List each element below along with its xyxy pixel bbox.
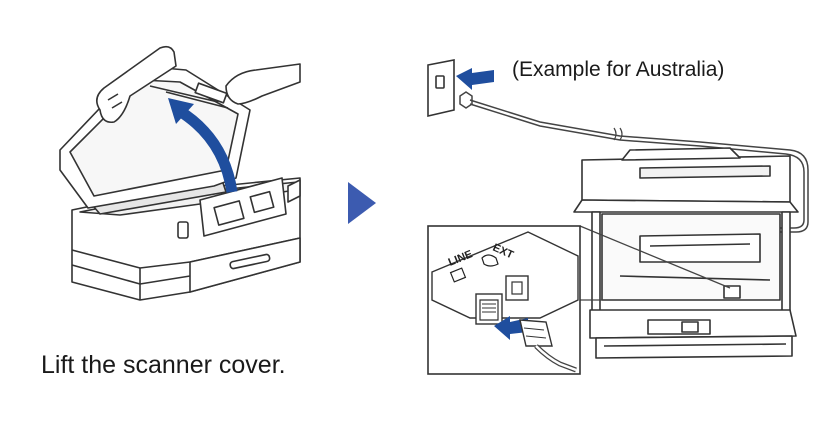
phone-cable <box>459 91 809 233</box>
insert-arrow-icon <box>494 316 528 340</box>
next-step-arrow-icon <box>348 182 376 224</box>
printer-open-illustration <box>59 45 301 301</box>
step-caption: Lift the scanner cover. <box>41 351 286 379</box>
example-note: (Example for Australia) <box>512 58 725 81</box>
wall-socket <box>427 59 455 118</box>
phone-handset-icon <box>481 254 499 267</box>
printer-right-illustration <box>573 147 799 359</box>
curved-lift-arrow-icon <box>168 98 238 193</box>
jack-closeup-inset: EXT LINE <box>427 225 731 375</box>
insert-arrow-icon <box>456 68 494 90</box>
